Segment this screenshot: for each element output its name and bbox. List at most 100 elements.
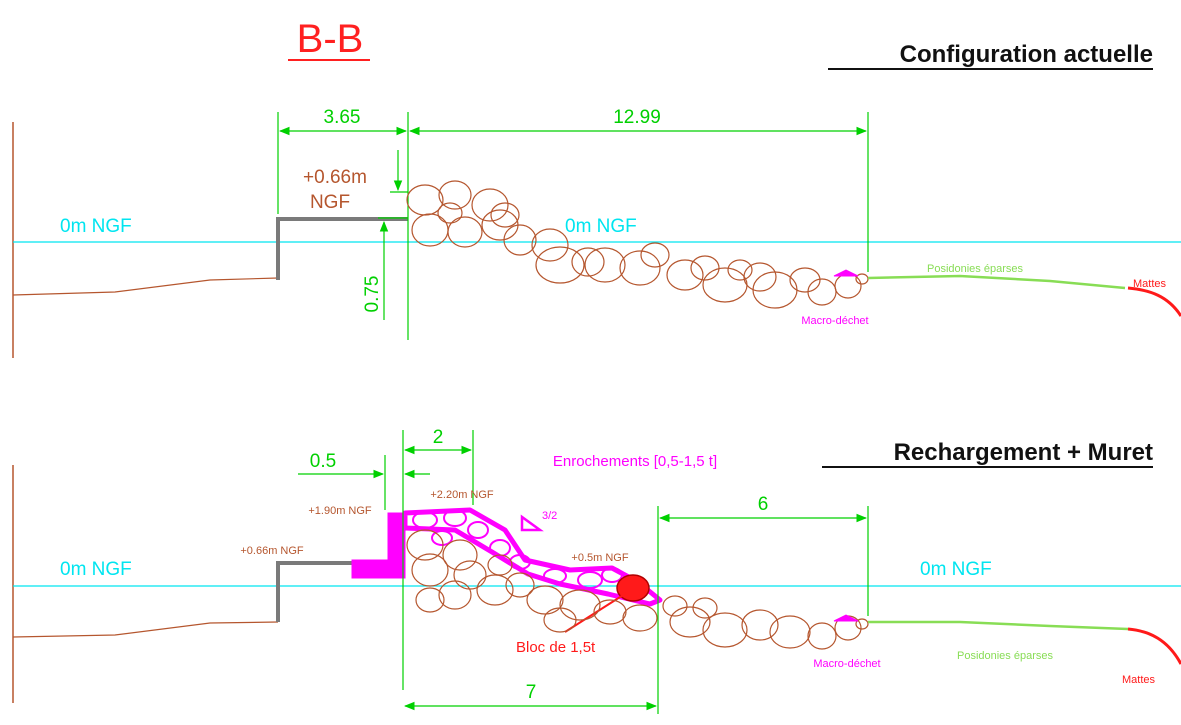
- dim-3-65: 3.65: [324, 107, 361, 128]
- rock: [601, 567, 623, 583]
- rock: [834, 273, 862, 299]
- rock: [535, 246, 585, 284]
- rock: [505, 572, 535, 598]
- dim-7: 7: [526, 682, 537, 703]
- new-muret: [351, 512, 406, 579]
- slope-label: 3/2: [542, 510, 557, 522]
- rock: [476, 574, 514, 606]
- posidonies-line: [868, 620, 1129, 631]
- rock: [489, 539, 511, 557]
- slope-triangle: [520, 514, 544, 532]
- posidonies-label: Posidonies éparses: [927, 263, 1024, 275]
- dim-2: 2: [433, 427, 444, 448]
- level-05: +0.5m NGF: [571, 552, 628, 564]
- rock: [438, 580, 472, 610]
- rock: [467, 521, 489, 539]
- mattes-label: Mattes: [1122, 674, 1156, 686]
- rock: [447, 216, 483, 248]
- rock: [559, 589, 601, 621]
- rock: [769, 615, 811, 649]
- rock: [690, 255, 720, 281]
- proposed-section: Bloc de 1,5t 3/2 0.5 2 6 7 +0.66m NGF +1…: [12, 427, 1181, 714]
- rock: [855, 618, 869, 630]
- enrochements-layer: [402, 507, 663, 607]
- rock: [442, 539, 478, 571]
- bloc-leader-line: [564, 591, 629, 633]
- macro-dechet-marker: [833, 269, 859, 277]
- macro-dechet-label: Macro-déchet: [801, 315, 868, 327]
- dim-12-99: 12.99: [613, 107, 661, 128]
- rock: [543, 607, 577, 633]
- current-section: 3.65 12.99 0.75 +0.66m NGF 0m NGF 0m NGF…: [12, 107, 1181, 358]
- rock: [503, 224, 537, 256]
- rock: [807, 622, 837, 650]
- rock-pile: [406, 529, 869, 650]
- rock: [666, 259, 704, 291]
- dim-0-75: 0.75: [362, 276, 383, 313]
- seabed-profile: [12, 277, 279, 296]
- rock: [431, 530, 453, 546]
- rock: [743, 262, 777, 292]
- level-066: +0.66m NGF: [240, 545, 304, 557]
- rock: [692, 597, 718, 619]
- rock: [490, 202, 520, 228]
- level-220: +2.20m NGF: [430, 489, 494, 501]
- rock: [487, 554, 513, 576]
- proposed-title: Rechargement + Muret: [894, 439, 1153, 466]
- enrochement-blocks: [412, 509, 623, 589]
- rock: [526, 585, 564, 615]
- section-label: B-B: [297, 17, 364, 61]
- macro-dechet-marker: [833, 614, 859, 622]
- rock: [855, 273, 869, 285]
- mattes-label: Mattes: [1133, 278, 1167, 290]
- water-label-left: 0m NGF: [60, 216, 132, 237]
- rock: [640, 242, 670, 268]
- existing-wall: [276, 217, 408, 280]
- rock: [702, 612, 748, 648]
- current-title: Configuration actuelle: [900, 41, 1153, 68]
- rock: [543, 568, 567, 584]
- rock: [453, 560, 487, 590]
- rock: [412, 511, 438, 529]
- rock: [437, 202, 463, 224]
- rock: [789, 267, 821, 293]
- rock: [571, 247, 605, 277]
- rock: [622, 604, 658, 632]
- existing-rock-pile: [406, 180, 869, 309]
- rock: [443, 509, 467, 527]
- posidonies-line: [867, 274, 1126, 290]
- existing-wall: [276, 561, 352, 622]
- bloc-label: Bloc de 1,5t: [516, 639, 596, 656]
- wall-top-level-unit: NGF: [310, 192, 350, 213]
- enrochements-label: Enrochements [0,5-1,5 t]: [553, 453, 717, 470]
- rock: [807, 278, 837, 306]
- rock: [406, 184, 444, 216]
- rock: [577, 571, 603, 589]
- rock: [471, 188, 509, 222]
- dim-0-5: 0.5: [310, 451, 336, 472]
- rock: [438, 180, 472, 210]
- rock: [727, 259, 753, 281]
- water-label-mid: 0m NGF: [565, 216, 637, 237]
- level-190: +1.90m NGF: [308, 505, 372, 517]
- seabed-profile: [12, 621, 279, 638]
- rock: [411, 553, 449, 587]
- rock: [741, 609, 779, 641]
- rock: [619, 250, 661, 286]
- macro-dechet-label: Macro-déchet: [813, 658, 880, 670]
- rock: [509, 554, 531, 570]
- water-label-left: 0m NGF: [60, 559, 132, 580]
- rock: [415, 587, 445, 613]
- rock: [584, 247, 626, 283]
- wall-top-level: +0.66m: [303, 167, 367, 188]
- water-label-right: 0m NGF: [920, 559, 992, 580]
- mattes-line: [1127, 286, 1181, 317]
- rock: [702, 267, 748, 303]
- dim-6: 6: [758, 494, 769, 515]
- posidonies-label: Posidonies éparses: [957, 650, 1054, 662]
- rock: [669, 606, 711, 638]
- rock: [411, 213, 449, 247]
- rock: [593, 599, 627, 625]
